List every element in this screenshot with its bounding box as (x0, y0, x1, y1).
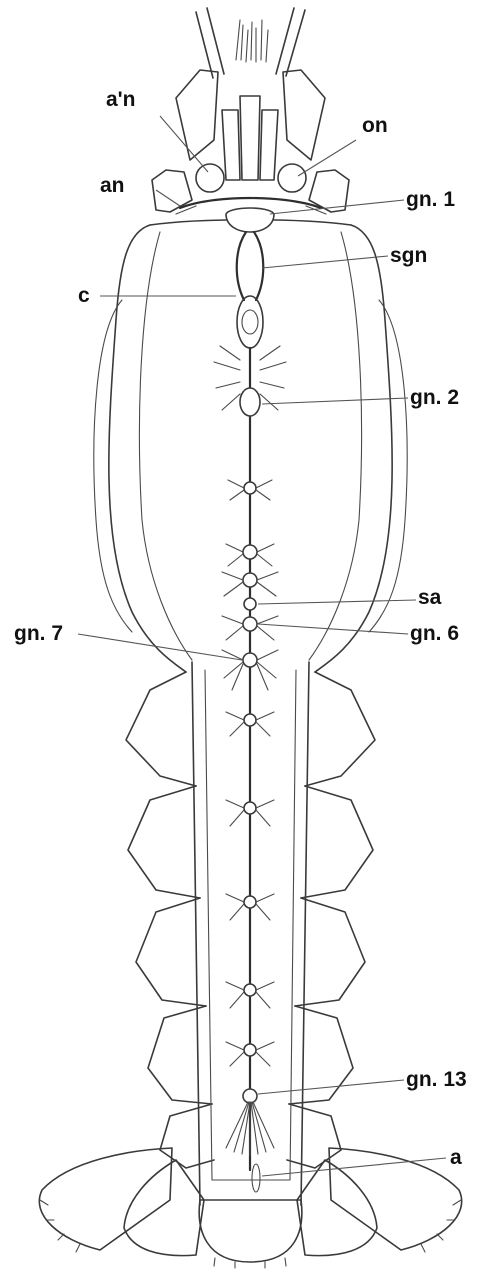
right-pleuron-2 (301, 786, 373, 898)
head-appendages (152, 8, 349, 212)
left-gill-chamber (94, 300, 132, 632)
left-pleuron-1 (126, 672, 196, 786)
abdominal-ganglion-4 (244, 984, 256, 996)
ganglion-2 (240, 388, 260, 416)
right-inner-line (309, 232, 362, 660)
leader-gn2 (262, 398, 408, 404)
thoracic-ganglion-a (244, 482, 256, 494)
label-sgn: sgn (390, 244, 427, 267)
ganglion-13-nerves (226, 1102, 274, 1156)
circumoesophageal-connectives (237, 232, 264, 300)
abdominal-ganglion-5 (244, 1044, 256, 1056)
label-sa: sa (418, 586, 442, 609)
right-gill-chamber (369, 300, 407, 632)
left-outer-uropod (39, 1148, 172, 1250)
nerve-ring (180, 198, 321, 208)
thoracic-ganglion-b (243, 545, 257, 559)
abdominal-ganglion-3 (244, 896, 256, 908)
tail-fan-setae (40, 1200, 461, 1268)
left-inner-uropod (124, 1160, 204, 1256)
antennules (236, 20, 268, 62)
right-eye (278, 164, 306, 192)
left-pleuron-4 (148, 1006, 212, 1104)
oesophagus-ring (237, 296, 263, 348)
abdominal-ganglion-1 (244, 714, 256, 726)
right-pleuron-4 (289, 1006, 353, 1104)
telson (199, 1200, 302, 1262)
label-gn6: gn. 6 (410, 622, 459, 645)
label-gn7: gn. 7 (14, 622, 63, 645)
leader-sgn (262, 256, 388, 268)
leader-gn7 (78, 634, 242, 660)
antennule-peduncles (222, 110, 278, 180)
leader-a-prime-n (160, 116, 208, 172)
label-c: c (78, 284, 90, 307)
label-gn1: gn. 1 (406, 188, 455, 211)
right-antennal-scale (283, 70, 325, 160)
rostrum (240, 96, 260, 180)
label-gn13: gn. 13 (406, 1068, 467, 1091)
label-gn2: gn. 2 (410, 386, 459, 409)
right-pleuron-5 (287, 1104, 341, 1168)
cerebral-ganglion (226, 208, 274, 232)
label-a-prime-n: a'n (106, 88, 136, 111)
ganglion-13 (243, 1089, 257, 1103)
anus-structure (252, 1164, 260, 1192)
left-antenna (196, 8, 224, 78)
right-inner-uropod (297, 1160, 377, 1256)
oesophagus-inner (242, 310, 258, 334)
left-pleuron-5 (160, 1104, 214, 1168)
thoracic-ganglion-c (243, 573, 257, 587)
left-pleuron-2 (128, 786, 200, 898)
ganglion-6 (243, 617, 257, 631)
left-antennal-scale (176, 70, 218, 160)
leader-sa (258, 600, 416, 604)
label-on: on (362, 114, 388, 137)
leader-gn6 (258, 624, 408, 634)
right-antenna (276, 8, 305, 76)
abdominal-ganglion-2 (244, 802, 256, 814)
leader-an (156, 190, 180, 206)
right-pleuron-1 (305, 672, 375, 786)
leader-gn13 (258, 1080, 404, 1094)
ganglion-7 (243, 653, 257, 667)
sternal-artery-opening (244, 598, 256, 610)
label-a: a (450, 1146, 462, 1169)
left-eye (196, 164, 224, 192)
label-an: an (100, 174, 125, 197)
